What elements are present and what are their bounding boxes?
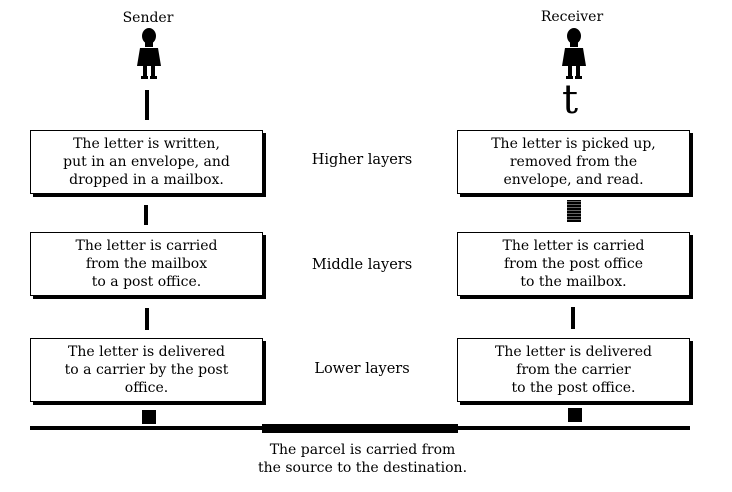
sender-connector-middle-lower <box>145 308 149 330</box>
receiver-transport-connector <box>568 408 582 422</box>
receiver-lower-layer-box: The letter is delivered from the carrier… <box>457 338 690 402</box>
higher-layers-label: Higher layers <box>311 152 413 168</box>
transport-caption: The parcel is carried from the source to… <box>257 442 468 476</box>
sender-connector-higher-middle <box>144 205 148 225</box>
middle-layers-label: Middle layers <box>311 257 413 273</box>
sender-middle-layer-box: The letter is carried from the mailbox t… <box>30 232 263 296</box>
sender-lower-layer-box: The letter is delivered to a carrier by … <box>30 338 263 402</box>
receiver-connector-higher-middle <box>567 200 581 222</box>
receiver-arrow-glyph: t <box>561 77 579 123</box>
receiver-title: Receiver <box>540 9 604 25</box>
sender-higher-layer-box: The letter is written, put in an envelop… <box>30 130 263 194</box>
sender-person-icon <box>137 28 161 79</box>
sender-connector-top <box>145 90 149 120</box>
receiver-higher-layer-box: The letter is picked up, removed from th… <box>457 130 690 194</box>
receiver-connector-middle-lower <box>571 307 575 329</box>
sender-transport-connector <box>142 410 156 424</box>
lower-layers-label: Lower layers <box>314 361 410 377</box>
sender-title: Sender <box>122 10 174 26</box>
receiver-middle-layer-box: The letter is carried from the post offi… <box>457 232 690 296</box>
receiver-person-icon <box>562 28 586 79</box>
parcel-in-transit <box>262 424 458 433</box>
